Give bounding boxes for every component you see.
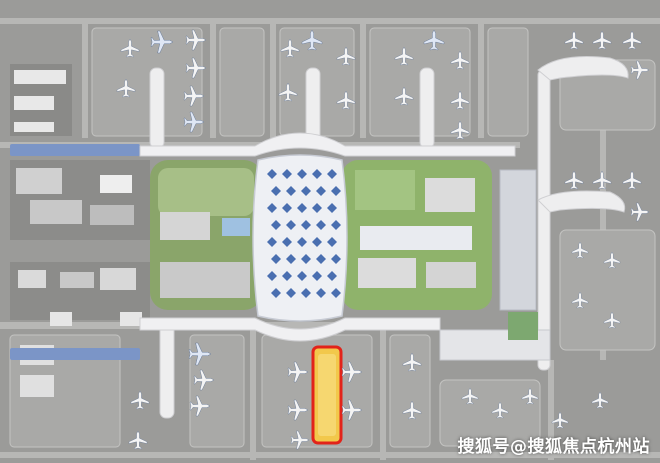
airplane-icon — [630, 202, 650, 222]
airplane-icon — [402, 400, 422, 420]
airplane-icon — [120, 38, 140, 58]
skylight — [312, 271, 322, 281]
skylight — [301, 220, 311, 230]
airplane-icon — [591, 391, 609, 409]
watermark-text: 搜狐号@搜狐焦点杭州站 — [457, 437, 650, 457]
skylight — [297, 237, 307, 247]
skylight — [282, 237, 292, 247]
north-concourse — [139, 132, 516, 157]
north-finger-piers — [149, 67, 435, 419]
skylight — [267, 203, 277, 213]
skylight — [312, 237, 322, 247]
landside-green-zone — [150, 160, 492, 310]
skylight — [286, 254, 296, 264]
airplane-icon — [394, 46, 414, 66]
airplane-icon — [564, 30, 584, 50]
airplane-icon — [290, 430, 310, 450]
airplane-icon — [592, 170, 612, 190]
airplane-icon — [278, 82, 298, 102]
skylight — [316, 220, 326, 230]
airplane-icon — [341, 399, 363, 421]
skylight — [271, 186, 281, 196]
airplane-icon — [450, 50, 470, 70]
main-terminal — [252, 154, 348, 322]
skylight — [301, 288, 311, 298]
skylight — [271, 254, 281, 264]
airplane-icon — [116, 78, 136, 98]
airplane-icon — [341, 361, 363, 383]
airplane-icon — [630, 60, 650, 80]
skylight — [267, 169, 277, 179]
airplane-icon — [185, 29, 207, 51]
airplane-icon — [461, 387, 479, 405]
airplane-icon — [564, 170, 584, 190]
skylight — [331, 254, 341, 264]
airplane-icon — [336, 46, 356, 66]
skylight — [312, 169, 322, 179]
airplane-icon — [603, 311, 621, 329]
skylight — [271, 220, 281, 230]
skylight — [327, 169, 337, 179]
skylight — [331, 288, 341, 298]
airplane-icon — [287, 399, 309, 421]
skylight — [282, 169, 292, 179]
airplane-icon — [189, 395, 211, 417]
airplane-icon — [551, 411, 569, 429]
skylight — [331, 186, 341, 196]
airplane-icon — [130, 390, 150, 410]
skylight — [267, 237, 277, 247]
skylight — [312, 203, 322, 213]
skylight — [297, 203, 307, 213]
airplane-icon — [280, 38, 300, 58]
airplane-icon — [150, 30, 174, 54]
terminal-skylights — [267, 169, 341, 298]
skylight — [282, 203, 292, 213]
airplane-icon — [336, 90, 356, 110]
airplane-icon — [183, 85, 205, 107]
skylight — [327, 271, 337, 281]
airplane-icon — [423, 29, 445, 51]
airplane-icon — [185, 57, 207, 79]
skylight — [297, 169, 307, 179]
airplane-icon — [193, 369, 215, 391]
airplane-icon — [622, 30, 642, 50]
airplane-icon — [571, 291, 589, 309]
skylight — [327, 237, 337, 247]
airplane-icon — [450, 90, 470, 110]
skylight — [301, 254, 311, 264]
skylight — [316, 288, 326, 298]
skylight — [331, 220, 341, 230]
skylight — [301, 186, 311, 196]
airplane-icon — [188, 342, 212, 366]
skylight — [286, 288, 296, 298]
blue-piers — [10, 144, 140, 360]
skylight — [286, 220, 296, 230]
skylight — [316, 254, 326, 264]
airplane-icon — [571, 241, 589, 259]
airplane-icon — [450, 120, 470, 140]
highlighted-pier — [311, 345, 343, 445]
skylight — [282, 271, 292, 281]
skylight — [286, 186, 296, 196]
airplane-icon — [491, 401, 509, 419]
airplane-icon — [402, 352, 422, 372]
skylight — [271, 288, 281, 298]
aircraft-layer — [116, 29, 650, 450]
airplane-icon — [287, 361, 309, 383]
airplane-icon — [183, 111, 205, 133]
skylight — [316, 186, 326, 196]
airplane-icon — [301, 29, 323, 51]
skylight — [297, 271, 307, 281]
skylight — [267, 271, 277, 281]
airplane-icon — [622, 170, 642, 190]
airplane-icon — [521, 387, 539, 405]
airplane-icon — [592, 30, 612, 50]
skylight — [327, 203, 337, 213]
airplane-icon — [394, 86, 414, 106]
airplane-icon — [603, 251, 621, 269]
airplane-icon — [128, 430, 148, 450]
east-pier-complex — [439, 56, 629, 371]
